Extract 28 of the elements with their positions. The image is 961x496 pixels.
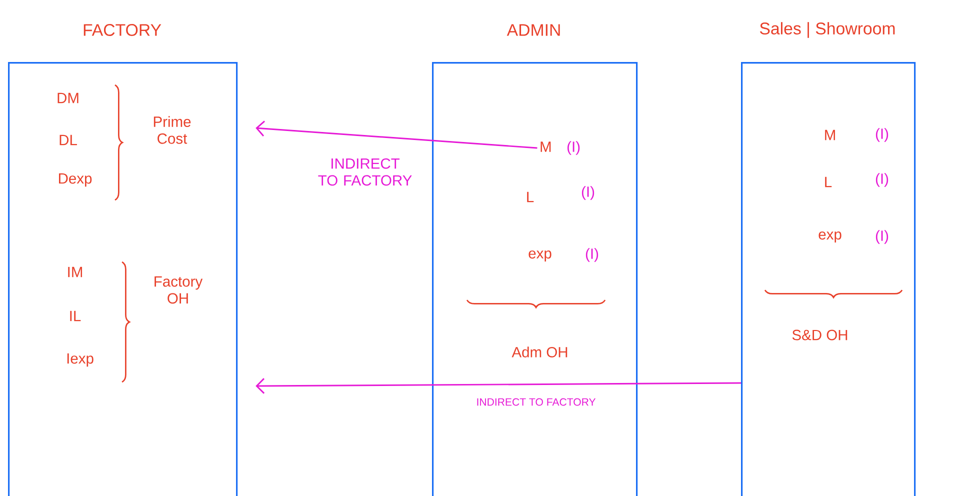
item-label: IL bbox=[70, 310, 81, 322]
item-label: L bbox=[825, 176, 832, 188]
node-label: ADMIN bbox=[506, 24, 560, 36]
item-label: (I) bbox=[586, 248, 598, 262]
item-label: S&D OH bbox=[792, 330, 848, 340]
item-label: (I) bbox=[876, 128, 888, 142]
item-label: IM bbox=[68, 266, 82, 278]
item-label: exp bbox=[528, 250, 552, 262]
item-label: Iexp bbox=[67, 353, 94, 367]
item-label: Factory OH bbox=[154, 276, 203, 304]
edge-label: INDIRECT TO FACTORY bbox=[477, 398, 596, 406]
item-text: M (I) bbox=[540, 141, 580, 155]
arrow bbox=[256, 120, 538, 149]
item-label: (I) bbox=[876, 230, 888, 244]
item-label: L bbox=[527, 192, 534, 202]
item-label: M bbox=[825, 130, 835, 140]
item-label: exp bbox=[818, 231, 842, 242]
node-label: FACTORY bbox=[84, 24, 162, 36]
item-label: (I) bbox=[582, 186, 594, 200]
item-label: (I) bbox=[876, 173, 888, 187]
item-label: Adm OH bbox=[512, 346, 568, 358]
edge-label: INDIRECT TO FACTORY bbox=[318, 158, 412, 186]
arrow bbox=[256, 378, 742, 394]
node-label: Sales | Showroom bbox=[760, 22, 895, 38]
item-label: Prime Cost bbox=[154, 116, 191, 144]
item-label: Dexp bbox=[58, 173, 92, 187]
item-label: DL bbox=[60, 134, 77, 146]
item-label: DM bbox=[58, 92, 78, 104]
